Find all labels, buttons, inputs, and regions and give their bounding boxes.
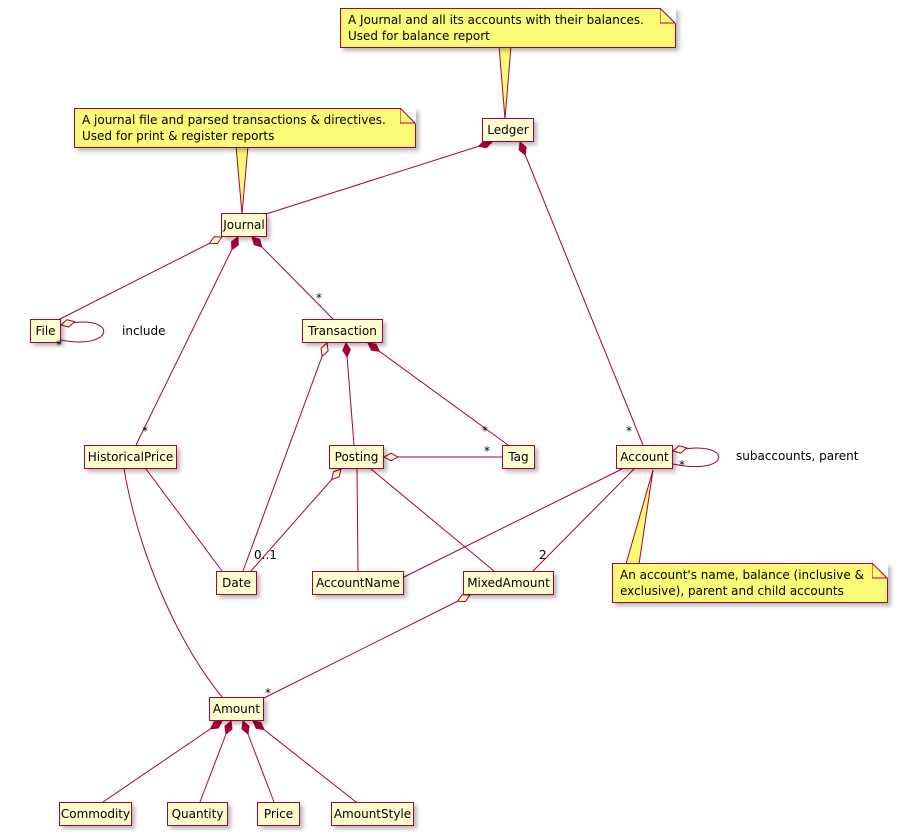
edge-mixedamount-amount xyxy=(261,594,471,700)
class-tag-label: Tag xyxy=(508,450,529,464)
note-journal: A journal file and parsed transactions &… xyxy=(74,108,416,148)
edge-posting-mixedamount xyxy=(370,468,495,572)
class-ledger: Ledger xyxy=(482,118,534,142)
edge-posting-accountname xyxy=(356,468,359,572)
note-account: An account's name, balance (inclusive & … xyxy=(612,563,888,603)
edge-ledger-account xyxy=(518,141,644,446)
note-account-line1: An account's name, balance (inclusive & xyxy=(620,568,864,582)
class-account: Account xyxy=(616,445,673,469)
edge-mult-account-subaccounts: * xyxy=(679,458,685,472)
class-amountstyle: AmountStyle xyxy=(331,802,414,826)
edge-amount-price xyxy=(241,720,275,803)
class-posting-label: Posting xyxy=(334,450,379,464)
class-ledger-label: Ledger xyxy=(487,123,529,137)
note-ledger-line2: Used for balance report xyxy=(348,29,490,43)
edge-historicalprice-amount xyxy=(123,468,223,698)
note-journal-line2: Used for print & register reports xyxy=(82,129,275,143)
class-date-label: Date xyxy=(222,576,251,590)
edge-journal-historicalprice xyxy=(135,236,239,446)
note-account-line2: exclusive), parent and child accounts xyxy=(620,584,844,598)
class-commodity: Commodity xyxy=(59,802,132,826)
class-account-label: Account xyxy=(620,450,669,464)
edge-mult-ledger-account: * xyxy=(626,424,632,438)
note-ledger: A Journal and all its accounts with thei… xyxy=(340,8,676,48)
edge-mult-journal-transaction: * xyxy=(316,291,322,305)
edge-file-include-loop xyxy=(59,319,104,343)
class-transaction-label: Transaction xyxy=(308,324,377,338)
edge-amount-quantity xyxy=(199,720,233,803)
note-pointer-ledger xyxy=(498,45,512,120)
edge-label-include: include xyxy=(122,324,166,338)
edge-mult-posting-date: 0..1 xyxy=(254,548,277,562)
edge-account-subaccounts-loop xyxy=(671,445,719,468)
class-amount-label: Amount xyxy=(212,702,261,716)
class-quantity-label: Quantity xyxy=(171,807,224,821)
note-pointer-journal xyxy=(235,145,249,215)
edge-mult-transaction-tag: * xyxy=(482,424,488,438)
edge-transaction-date xyxy=(242,342,329,572)
edge-journal-transaction xyxy=(251,236,334,320)
edge-mult-journal-historicalprice: * xyxy=(142,424,148,438)
note-fold-icon xyxy=(400,108,416,124)
class-file: File xyxy=(30,319,61,343)
edge-mult-posting-tag: * xyxy=(484,444,490,458)
class-tag: Tag xyxy=(502,445,535,469)
class-journal-label: Journal xyxy=(223,218,265,232)
class-mixedamount-label: MixedAmount xyxy=(467,576,550,590)
class-historicalprice: HistoricalPrice xyxy=(84,445,177,469)
note-fold-icon xyxy=(872,563,888,579)
edge-mult-mixedamount-amount: * xyxy=(265,686,271,700)
edge-account-mixedamount xyxy=(532,468,635,572)
class-date: Date xyxy=(216,571,257,595)
edge-account-accountname xyxy=(403,468,623,578)
edge-posting-date xyxy=(250,468,342,572)
note-journal-line1: A journal file and parsed transactions &… xyxy=(82,113,386,127)
class-accountname: AccountName xyxy=(312,571,404,595)
edge-historicalprice-date xyxy=(145,468,223,572)
class-price: Price xyxy=(257,802,300,826)
note-ledger-line1: A Journal and all its accounts with thei… xyxy=(348,13,644,27)
edge-amount-amountstyle xyxy=(252,720,357,803)
edge-transaction-tag xyxy=(367,342,509,446)
edge-ledger-journal xyxy=(262,139,493,216)
class-historicalprice-label: HistoricalPrice xyxy=(87,450,174,464)
note-fold-icon xyxy=(660,8,676,24)
class-file-label: File xyxy=(35,324,56,338)
class-transaction: Transaction xyxy=(302,319,383,343)
edge-label-subaccounts-parent: subaccounts, parent xyxy=(736,449,859,463)
class-journal: Journal xyxy=(221,213,267,237)
edge-journal-file xyxy=(57,236,223,321)
class-posting: Posting xyxy=(329,445,384,469)
class-quantity: Quantity xyxy=(167,802,228,826)
class-accountname-label: AccountName xyxy=(316,576,400,590)
class-mixedamount: MixedAmount xyxy=(463,571,554,595)
edge-mult-file-include: * xyxy=(56,338,62,352)
class-commodity-label: Commodity xyxy=(60,807,131,821)
class-amount: Amount xyxy=(209,697,264,721)
class-price-label: Price xyxy=(263,807,294,821)
edge-amount-commodity xyxy=(102,720,223,803)
edge-transaction-posting xyxy=(342,341,355,446)
edge-mult-account-mixedamount: 2 xyxy=(539,548,547,562)
note-pointer-account xyxy=(625,469,654,565)
class-amountstyle-label: AmountStyle xyxy=(333,807,412,821)
